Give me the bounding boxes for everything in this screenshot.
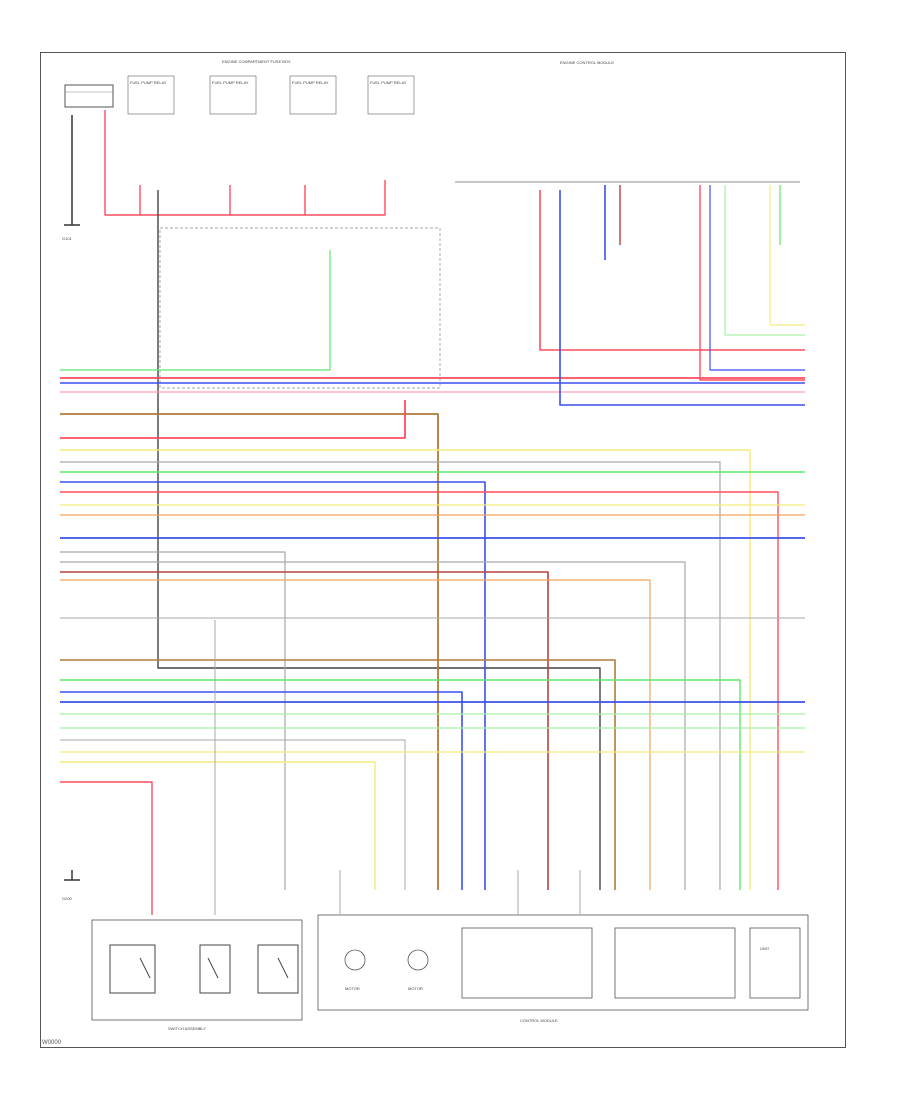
junction-box-outline (159, 227, 441, 389)
control-module-box (317, 914, 809, 1011)
switch-assembly-label: SWITCH ASSEMBLY (168, 1026, 206, 1031)
switch-assembly-box (91, 919, 303, 1021)
wire-12 (709, 185, 805, 371)
wire-38 (60, 781, 153, 915)
wire-layer (60, 110, 805, 915)
relay-label-1: FUEL PUMP RELAY (130, 80, 167, 85)
wire-27 (60, 579, 651, 890)
wire-30 (60, 679, 741, 890)
wire-37 (60, 761, 376, 890)
wire-18 (60, 461, 721, 890)
right-unit-label: UNIT (760, 946, 770, 951)
motor-a-symbol (344, 949, 366, 971)
wire-29 (60, 659, 616, 890)
module-label: ENGINE CONTROL MODULE (560, 60, 614, 65)
wire-35 (60, 739, 406, 890)
wire-11 (699, 185, 805, 381)
relay-labels: FUEL PUMP RELAY FUEL PUMP RELAY FUEL PUM… (130, 80, 407, 85)
wire-13 (724, 185, 805, 336)
ground-bottom-label: G200 (62, 896, 73, 901)
relay-label-2: FUEL PUMP RELAY (212, 80, 249, 85)
wire-25 (60, 561, 686, 890)
fuse-box-label: ENGINE COMPARTMENT FUSE BOX (222, 59, 291, 64)
ground-symbol-left (64, 115, 80, 226)
relay-row (127, 75, 415, 115)
motor-a-label: MOTOR (345, 986, 360, 991)
ground-left-label: G101 (62, 236, 73, 241)
wire-14 (769, 185, 805, 326)
wire-26 (60, 571, 549, 890)
diagram-code: W0000 (42, 1040, 62, 1046)
wire-21 (60, 491, 779, 890)
wire-brown-row (60, 413, 439, 890)
motor-b-label: MOTOR (408, 986, 423, 991)
wire-8 (559, 190, 805, 406)
wire-7 (539, 190, 805, 351)
relay-label-4: FUEL PUMP RELAY (370, 80, 407, 85)
wire-5 (60, 250, 331, 371)
wire-20 (60, 481, 486, 890)
switch-symbols (109, 944, 299, 994)
wire-top-red (104, 110, 386, 216)
battery-box (64, 84, 114, 108)
wire-17 (60, 449, 751, 890)
inner-module-boxes (461, 927, 801, 999)
ground-symbol-bottom (64, 870, 80, 881)
relay-label-3: FUEL PUMP RELAY (292, 80, 329, 85)
wire-31 (60, 691, 463, 890)
motor-b-symbol (407, 949, 429, 971)
wire-center-black (157, 190, 601, 890)
diagram-frame (40, 52, 846, 1048)
wire-24 (60, 551, 286, 890)
control-module-label: CONTROL MODULE (520, 1018, 558, 1023)
wire-16 (60, 400, 406, 439)
